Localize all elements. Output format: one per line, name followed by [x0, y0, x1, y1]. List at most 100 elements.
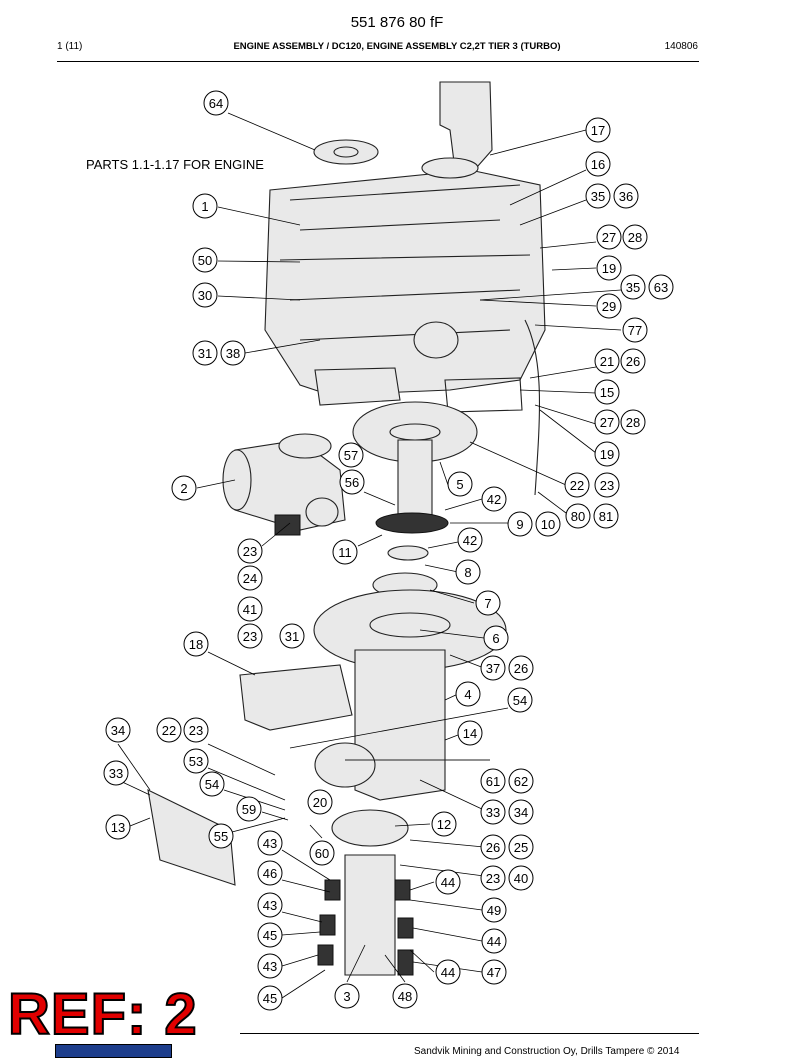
callout-number: 19 — [602, 261, 616, 276]
callout-number: 26 — [486, 840, 500, 855]
callout-circle — [508, 768, 534, 794]
callout-number: 77 — [628, 323, 642, 338]
callout-circle — [237, 538, 263, 564]
callout-bubble: 55 — [208, 823, 234, 849]
callout-bubble: 47 — [481, 959, 507, 985]
callout-bubble: 35 — [620, 274, 646, 300]
callout-circle — [585, 151, 611, 177]
callout-circle — [237, 623, 263, 649]
callout-circle — [622, 317, 648, 343]
callout-bubble: 53 — [183, 748, 209, 774]
callout-bubble: 44 — [435, 869, 461, 895]
callout-number: 2 — [180, 481, 187, 496]
callout-number: 35 — [626, 280, 640, 295]
callout-number: 18 — [189, 637, 203, 652]
housing-art — [147, 649, 490, 976]
callout-number: 36 — [619, 189, 633, 204]
callout-circle — [564, 472, 590, 498]
callout-bubble: 25 — [508, 834, 534, 860]
callout-number: 44 — [441, 875, 455, 890]
callout-circle — [596, 293, 622, 319]
callout-number: 25 — [514, 840, 528, 855]
callout-circle — [455, 681, 481, 707]
callout-bubble: 60 — [309, 840, 335, 866]
callout-bubble: 17 — [585, 117, 611, 143]
callout-circle — [585, 117, 611, 143]
callout-bubble: 23 — [237, 538, 263, 564]
callout-circle — [480, 834, 506, 860]
callout-bubble: 9 — [507, 511, 533, 537]
callout-circle — [192, 247, 218, 273]
callout-bubble: 35 — [585, 183, 611, 209]
callout-number: 54 — [205, 777, 219, 792]
callout-bubble: 12 — [431, 811, 457, 837]
callout-bubble: 33 — [103, 760, 129, 786]
callout-bubble: 31 — [279, 623, 305, 649]
callout-number: 8 — [464, 565, 471, 580]
engine-block-art — [264, 81, 546, 496]
callout-bubble: 41 — [237, 596, 263, 622]
callout-number: 54 — [513, 693, 527, 708]
callout-circle — [620, 409, 646, 435]
callout-number: 22 — [162, 723, 176, 738]
callout-bubble: 50 — [192, 247, 218, 273]
callout-circle — [338, 442, 364, 468]
callout-bubble: 37 — [480, 655, 506, 681]
callout-bubble: 36 — [613, 183, 639, 209]
callout-circle — [192, 193, 218, 219]
callout-bubble: 4 — [455, 681, 481, 707]
callout-circle — [435, 869, 461, 895]
callout-circle — [105, 814, 131, 840]
callout-number: 23 — [600, 478, 614, 493]
callout-circle — [508, 799, 534, 825]
callout-number: 45 — [263, 991, 277, 1006]
callout-circle — [257, 985, 283, 1011]
callout-bubble: 7 — [475, 590, 501, 616]
callout-bubble: 34 — [508, 799, 534, 825]
callout-bubble: 5 — [447, 471, 473, 497]
callout-circle — [507, 687, 533, 713]
callout-circle — [183, 631, 209, 657]
callout-circle — [257, 830, 283, 856]
callout-number: 60 — [315, 846, 329, 861]
callout-circle — [483, 625, 509, 651]
callout-number: 42 — [487, 492, 501, 507]
callout-circle — [334, 983, 360, 1009]
callout-number: 44 — [487, 934, 501, 949]
callout-circle — [593, 503, 619, 529]
callout-circle — [156, 717, 182, 743]
callout-bubble: 19 — [594, 441, 620, 467]
callout-number: 31 — [285, 629, 299, 644]
callout-number: 5 — [456, 477, 463, 492]
callout-bubble: 56 — [339, 469, 365, 495]
callout-number: 11 — [338, 545, 352, 560]
callout-bubble: 26 — [508, 655, 534, 681]
callout-bubble: 13 — [105, 814, 131, 840]
callout-circle — [620, 274, 646, 300]
callout-number: 9 — [516, 517, 523, 532]
callout-bubble: 54 — [507, 687, 533, 713]
callout-circle — [339, 469, 365, 495]
callout-circle — [594, 472, 620, 498]
callout-circle — [620, 348, 646, 374]
callout-number: 40 — [514, 871, 528, 886]
callout-bubble: 59 — [236, 796, 262, 822]
callout-bubble: 18 — [183, 631, 209, 657]
callout-number: 34 — [514, 805, 528, 820]
header-rule — [57, 61, 699, 62]
callout-number: 31 — [198, 346, 212, 361]
callout-bubble: 15 — [594, 379, 620, 405]
callout-circle — [481, 897, 507, 923]
callout-bubble: 23 — [183, 717, 209, 743]
callout-number: 24 — [243, 571, 257, 586]
callout-bubble: 21 — [594, 348, 620, 374]
callout-bubble: 62 — [508, 768, 534, 794]
callout-bubble: 48 — [392, 983, 418, 1009]
callout-number: 13 — [111, 820, 125, 835]
callout-bubble: 30 — [192, 282, 218, 308]
callout-number: 6 — [492, 631, 499, 646]
callout-bubble: 45 — [257, 985, 283, 1011]
callout-number: 34 — [111, 723, 125, 738]
callout-bubble: 27 — [596, 224, 622, 250]
callout-circle — [392, 983, 418, 1009]
